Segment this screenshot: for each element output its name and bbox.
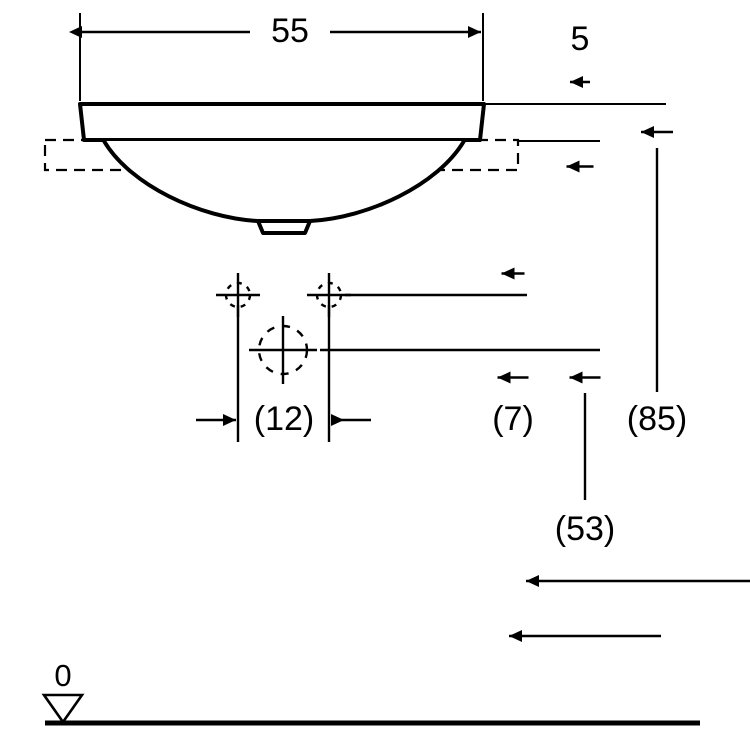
dim-label-rim-thickness: 5 (571, 20, 590, 58)
dimension-tap-hole-offset-7: (7) (492, 267, 534, 438)
rim-profile (78, 102, 486, 142)
dimension-overall-height-85: (85) (526, 126, 750, 587)
sink-body-group (43, 102, 520, 235)
dimension-tap-hole-spacing-12: (12) (196, 400, 371, 438)
drain-stub (256, 219, 312, 235)
datum-group: 0 (41, 658, 85, 725)
dim-label-bowl-depth: (53) (555, 510, 615, 548)
tap-hole-features-group (216, 273, 600, 442)
overflow-hole (249, 316, 317, 384)
datum-label: 0 (54, 658, 71, 693)
dim-label-tap-hole-spacing: (12) (254, 400, 314, 438)
dimension-bowl-depth-53: (53) (509, 371, 661, 642)
dim-label-tap-hole-offset: (7) (492, 400, 534, 438)
dim-label-width: 55 (271, 12, 309, 50)
dimension-width-55: 55 (69, 12, 484, 101)
dim-label-overall-height: (85) (627, 400, 687, 438)
bowl-underside-curve (102, 139, 466, 223)
dimension-rim-thickness-5: 5 (484, 20, 666, 173)
datum-triangle-icon (41, 693, 85, 725)
